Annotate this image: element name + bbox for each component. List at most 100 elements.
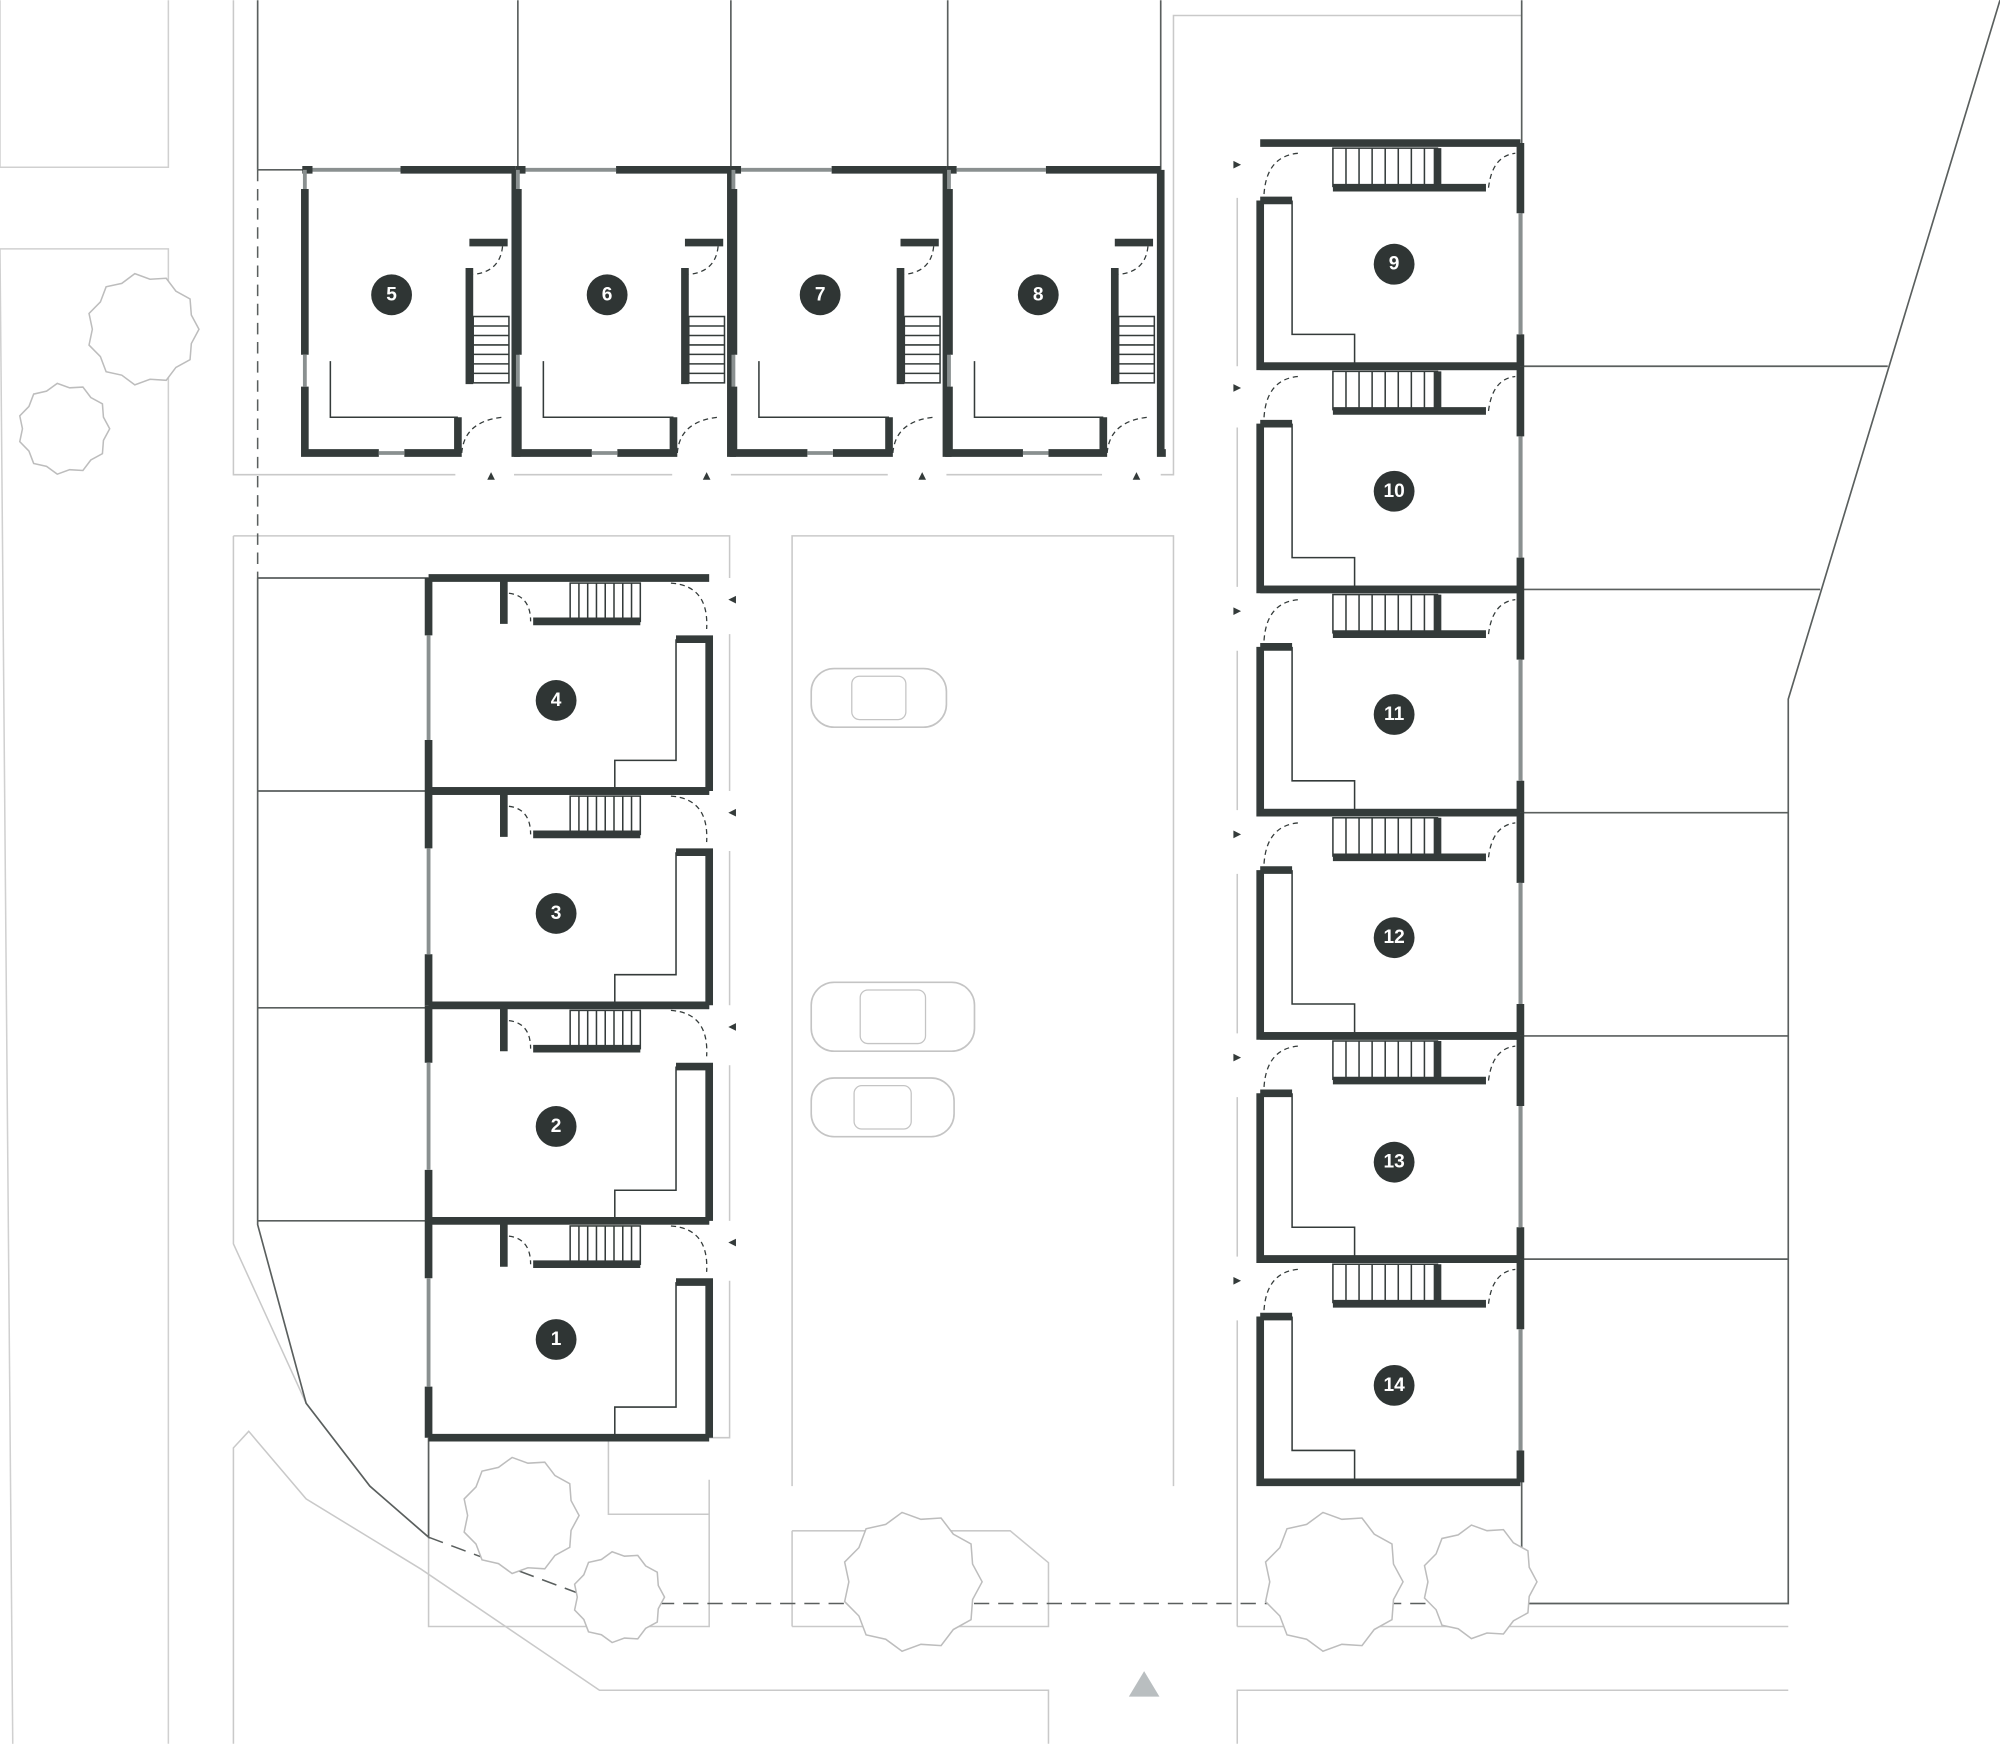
tree-icon: [573, 1550, 666, 1644]
entry-arrow-icon: [1233, 160, 1242, 169]
interior-line: [1291, 1316, 1356, 1483]
unit-number-badge: [1373, 470, 1415, 512]
door-swing: [508, 795, 708, 843]
entry-arrow-icon: [1132, 472, 1141, 480]
unit-number: 9: [1389, 254, 1400, 275]
sidewalk-line: [0, 0, 170, 169]
unit-6: 6: [514, 166, 736, 480]
entry-arrow-icon: [1233, 1053, 1242, 1062]
door-swing: [1106, 246, 1149, 454]
car-icon: [810, 1077, 955, 1138]
window: [947, 169, 1049, 455]
unit-number-badge: [1373, 917, 1415, 959]
interior-line: [614, 1282, 677, 1438]
car-roof: [851, 675, 907, 721]
door-swing: [508, 1009, 708, 1057]
sidewalk-line: [0, 248, 170, 1744]
door-swing: [1263, 1045, 1516, 1087]
unit-number-badge: [1017, 274, 1059, 316]
unit-number-badge: [1373, 243, 1415, 285]
unit-number: 6: [602, 284, 613, 305]
wall: [1332, 371, 1486, 415]
interior-line: [614, 639, 677, 792]
wall: [1332, 1041, 1486, 1085]
path-line: [232, 1430, 1050, 1744]
unit-13: 13: [1233, 1032, 1525, 1263]
wall: [301, 188, 462, 457]
unit-10: 10: [1233, 362, 1525, 594]
unit-number: 4: [551, 690, 562, 711]
wall: [424, 787, 710, 1006]
unit-number: 14: [1383, 1375, 1405, 1396]
interior-line: [758, 361, 890, 419]
unit-number: 10: [1383, 481, 1404, 502]
unit-number-badge: [535, 893, 577, 934]
tree-icon: [1423, 1524, 1538, 1640]
unit-number: 2: [551, 1116, 562, 1137]
entry-arrow-icon: [1233, 384, 1242, 392]
unit-number-badge: [371, 274, 412, 316]
door-swing: [892, 246, 935, 454]
townhouse-units: 5 6 7 8 4 3 2 1 9 10 11 12 13 14: [301, 139, 1525, 1487]
unit-2: 2: [424, 1001, 736, 1225]
entry-arrow-icon: [728, 1023, 736, 1031]
wall: [428, 1278, 714, 1442]
unit-1: 1: [424, 1217, 736, 1442]
plot-boundary: [256, 577, 430, 1539]
door-swing: [676, 246, 719, 454]
path-line: [232, 535, 731, 1538]
car-icon: [810, 667, 948, 729]
wall: [896, 238, 939, 385]
interior-line: [1291, 646, 1356, 813]
interior-line: [614, 852, 677, 1006]
wall: [500, 1005, 641, 1053]
wall: [514, 188, 678, 457]
path-line: [1236, 197, 1789, 1744]
interior-line: [1291, 870, 1356, 1036]
unit-12: 12: [1233, 808, 1525, 1040]
entry-arrow-icon: [1233, 1276, 1242, 1285]
wall: [500, 577, 641, 626]
car-roof: [859, 989, 927, 1045]
car-roof: [853, 1085, 912, 1130]
unit-number-badge: [799, 274, 841, 316]
tree-icon: [88, 272, 200, 386]
wall: [729, 188, 893, 457]
window: [731, 169, 833, 455]
door-swing: [508, 1225, 708, 1272]
unit-number: 7: [815, 284, 826, 305]
unit-5: 5: [301, 166, 521, 480]
stair: [472, 315, 510, 384]
unit-number: 12: [1383, 927, 1404, 948]
interior-line: [542, 361, 674, 419]
entry-arrow-icon: [1233, 607, 1242, 615]
stair: [903, 315, 941, 384]
wall: [945, 188, 1108, 457]
wall: [424, 1217, 710, 1438]
north-arrow-icon: [1128, 1671, 1160, 1697]
unit-number: 11: [1384, 704, 1405, 725]
door-swing: [508, 582, 708, 630]
interior-line: [614, 1066, 677, 1221]
interior-line: [329, 361, 458, 419]
entry-arrow-icon: [1233, 830, 1242, 839]
tree-icon: [18, 382, 111, 476]
wall: [1256, 1255, 1521, 1487]
wall: [1156, 169, 1166, 457]
unit-3: 3: [424, 787, 736, 1010]
plot-boundary: [1521, 365, 1888, 1260]
stair: [688, 315, 726, 384]
unit-14: 14: [1233, 1255, 1525, 1487]
tree-icon: [463, 1456, 580, 1575]
plot-boundary: [1520, 0, 2000, 1605]
parked-cars: [810, 667, 976, 1138]
entry-arrow-icon: [487, 472, 495, 480]
plot-boundary: [256, 0, 1162, 171]
door-swing: [1263, 599, 1516, 641]
wall: [1332, 817, 1486, 862]
entry-arrow-icon: [728, 595, 736, 604]
path-line: [709, 634, 731, 1439]
unit-number: 8: [1033, 284, 1044, 305]
